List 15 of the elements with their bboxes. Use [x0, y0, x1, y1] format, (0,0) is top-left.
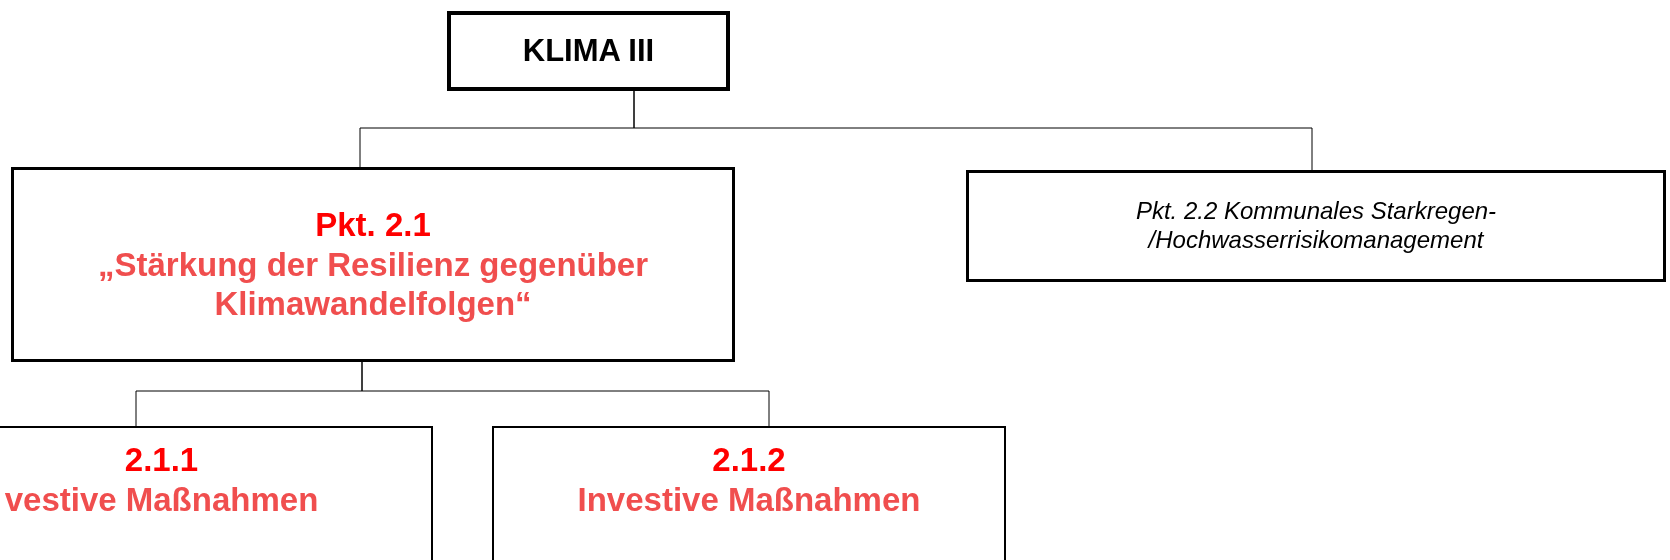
- box-text: KLIMA III: [522, 32, 655, 70]
- box: [966, 170, 1666, 282]
- box: [11, 167, 735, 362]
- box: [447, 11, 730, 91]
- heading-text: 2.1.2: [712, 440, 786, 480]
- heading-text: Pkt. 2.1: [315, 205, 431, 245]
- heading-text: 2.1.1: [124, 440, 199, 480]
- box: [0, 426, 433, 560]
- connector-line: [361, 361, 770, 427]
- box-text: „Stärkung der Resilienz gegenüber Klimawandelfolgen“: [96, 244, 650, 324]
- connector-line: [633, 90, 1313, 171]
- box-text: Investive Maßnahmen: [577, 479, 921, 520]
- box-text: Pkt. 2.2 Kommunales Starkregen- /Hochwasserrisikomanagement: [1134, 197, 1498, 255]
- box: [492, 426, 1006, 560]
- box-text: vestive Maßnahmen: [4, 479, 319, 520]
